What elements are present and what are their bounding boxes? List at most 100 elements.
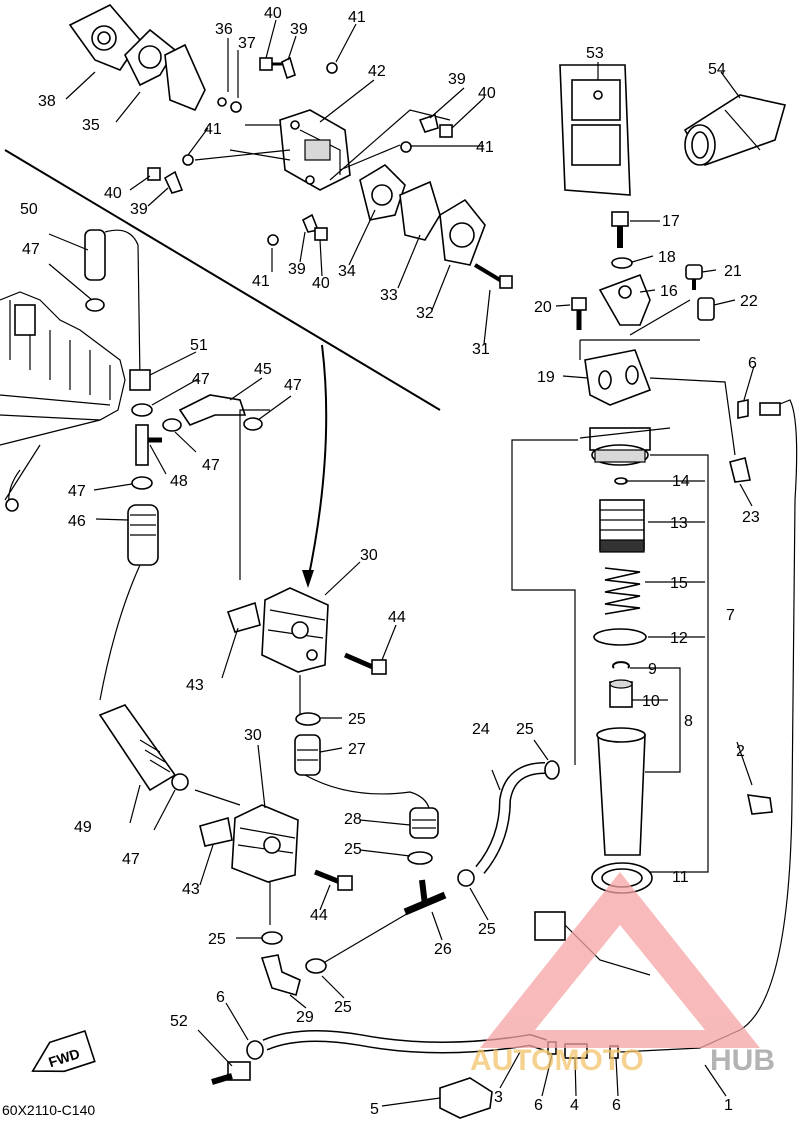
pump-body-42 xyxy=(279,109,351,191)
clamp-47-a xyxy=(85,298,105,312)
callout-13: 13 xyxy=(670,515,688,532)
diagram-code: 60X2110-C140 xyxy=(2,1102,95,1118)
watermark: AUTOMOTO HUB xyxy=(470,872,775,1077)
washer-36 xyxy=(217,97,227,107)
clamp-47-c xyxy=(131,476,153,490)
hose-50 xyxy=(84,229,141,381)
callout-42: 42 xyxy=(368,63,386,80)
gasket-33 xyxy=(399,180,441,241)
sleeve-54 xyxy=(683,94,787,166)
clamp-25-c xyxy=(261,931,283,945)
callout-38: 38 xyxy=(38,93,56,110)
callout-6-b: 6 xyxy=(216,989,225,1006)
float-10 xyxy=(609,679,633,708)
screw-40-a xyxy=(259,57,282,71)
bolt-44-lower xyxy=(314,869,353,891)
clip-6-a xyxy=(737,399,749,419)
connector-52 xyxy=(211,1061,251,1085)
callout-22: 22 xyxy=(740,293,758,310)
hose-1 xyxy=(619,1047,701,1053)
callout-39-d: 39 xyxy=(288,261,306,278)
screw-40-d xyxy=(314,227,328,241)
hose-27 xyxy=(294,734,431,816)
callout-24: 24 xyxy=(472,721,490,738)
callout-51: 51 xyxy=(190,337,208,354)
fuel-pump-30-upper xyxy=(261,587,329,673)
callout-47-b: 47 xyxy=(192,371,210,388)
callout-6-a: 6 xyxy=(748,355,757,372)
callout-47-f: 47 xyxy=(122,851,140,868)
nut-41-b xyxy=(400,141,412,153)
callout-53: 53 xyxy=(586,45,604,62)
cover-gasket-38 xyxy=(68,4,142,71)
callout-39-c: 39 xyxy=(130,201,148,218)
clamp-25-f xyxy=(457,869,475,887)
callout-39-a: 39 xyxy=(290,21,308,38)
bolt-20 xyxy=(571,297,587,330)
clamp-25-e xyxy=(544,760,560,780)
callout-18: 18 xyxy=(658,249,676,266)
clamp-47-b xyxy=(131,403,153,417)
callout-41-b: 41 xyxy=(204,121,222,138)
warning-label-53 xyxy=(559,64,631,196)
bolt-17 xyxy=(611,211,629,248)
hose-24 xyxy=(475,762,546,874)
element-13 xyxy=(599,499,645,553)
hose-49 xyxy=(98,704,177,792)
callout-52: 52 xyxy=(170,1013,188,1030)
gasket-43-upper xyxy=(226,601,261,633)
callout-7: 7 xyxy=(726,607,735,624)
section-divider-line xyxy=(4,149,441,411)
callout-26: 26 xyxy=(434,941,452,958)
screw-40-b xyxy=(439,124,453,138)
grommet-21 xyxy=(685,264,703,290)
callout-1: 1 xyxy=(724,1097,733,1114)
callout-labels: 38 35 36 37 40 39 41 42 41 39 40 41 40 3… xyxy=(20,5,760,1118)
callout-33: 33 xyxy=(380,287,398,304)
grommet-22 xyxy=(697,297,715,321)
callout-47-d: 47 xyxy=(202,457,220,474)
bracket-16 xyxy=(598,273,651,326)
callout-44-a: 44 xyxy=(388,609,406,626)
callout-36: 36 xyxy=(215,21,233,38)
callout-25-e: 25 xyxy=(478,921,496,938)
hose-29 xyxy=(260,954,301,996)
holder-5 xyxy=(439,1077,493,1119)
callout-19: 19 xyxy=(537,369,555,386)
callout-32: 32 xyxy=(416,305,434,322)
callout-5: 5 xyxy=(370,1101,379,1118)
leader-lines xyxy=(48,19,755,1107)
callout-29: 29 xyxy=(296,1009,314,1026)
nut-41-a xyxy=(326,62,338,74)
callout-28: 28 xyxy=(344,811,362,828)
clip-6-b xyxy=(246,1040,264,1060)
joint-48 xyxy=(135,424,162,466)
callout-41-c: 41 xyxy=(476,139,494,156)
callout-40-c: 40 xyxy=(104,185,122,202)
clamp-47-f xyxy=(171,773,189,791)
spring-15 xyxy=(604,567,641,615)
callout-43-b: 43 xyxy=(182,881,200,898)
callout-40-a: 40 xyxy=(264,5,282,22)
callout-8: 8 xyxy=(684,713,693,730)
callout-20: 20 xyxy=(534,299,552,316)
callout-10: 10 xyxy=(642,693,660,710)
callout-11: 11 xyxy=(672,869,689,886)
callout-2: 2 xyxy=(736,743,745,760)
clamp-47-d xyxy=(162,418,182,432)
filter-cup-8 xyxy=(596,727,646,856)
callout-37: 37 xyxy=(238,35,256,52)
callout-47-e: 47 xyxy=(68,483,86,500)
nut-41-c xyxy=(182,154,194,166)
fuel-pump-30-lower xyxy=(231,804,299,883)
diaphragm-plate xyxy=(164,43,206,112)
callout-49: 49 xyxy=(74,819,92,836)
callout-27: 27 xyxy=(348,741,366,758)
engine-block xyxy=(0,291,126,512)
screw-40-c xyxy=(147,167,161,181)
callout-3: 3 xyxy=(494,1089,503,1106)
hose-45 xyxy=(178,394,247,426)
callout-23: 23 xyxy=(742,509,760,526)
callout-41-d: 41 xyxy=(252,273,270,290)
